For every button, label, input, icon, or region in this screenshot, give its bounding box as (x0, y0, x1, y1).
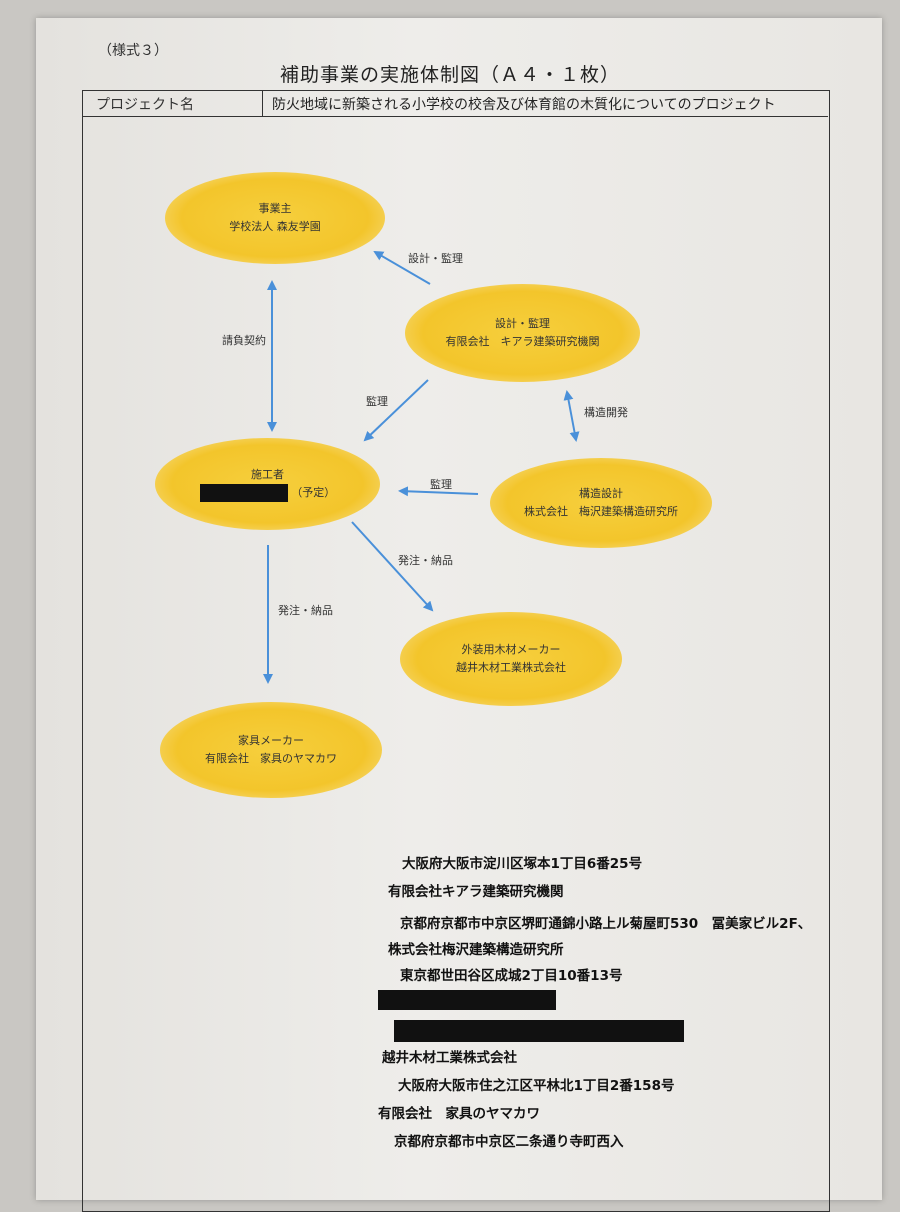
redacted-contractor-company (378, 990, 556, 1010)
redacted-contractor-name (199, 484, 288, 502)
arrow-contractor-to-timber (351, 521, 434, 612)
address-furniture-name: 有限会社 家具のヤマカワ (378, 1106, 540, 1122)
node-timber: 外装用木材メーカー 越井木材工業株式会社 (400, 612, 622, 706)
node-owner-role: 事業主 (258, 202, 292, 215)
redacted-contractor-address (394, 1020, 684, 1042)
address-owner: 大阪府大阪市淀川区塚本1丁目6番25号 (402, 856, 643, 872)
node-structural-role: 構造設計 (579, 487, 623, 500)
node-contractor-name-row: （予定） (199, 484, 336, 502)
edge-label-contractor-furniture: 発注・納品 (278, 604, 333, 617)
node-designer-role: 設計・監理 (495, 317, 550, 330)
edge-label-structural-contractor: 監理 (430, 478, 452, 491)
project-name-row: プロジェクト名 防火地域に新築される小学校の校舎及び体育館の木質化についてのプロ… (82, 90, 828, 117)
address-structural-name: 株式会社梅沢建築構造研究所 (388, 942, 564, 958)
edge-label-structural-designer: 構造開発 (584, 406, 628, 419)
node-structural-name: 株式会社 梅沢建築構造研究所 (524, 505, 678, 518)
arrow-designer-to-contractor (363, 379, 429, 442)
edge-label-designer-owner: 設計・監理 (408, 252, 463, 265)
node-owner: 事業主 学校法人 森友学園 (165, 172, 385, 264)
node-contractor-role: 施工者 (251, 468, 284, 481)
node-structural: 構造設計 株式会社 梅沢建築構造研究所 (490, 458, 712, 548)
project-name-label: プロジェクト名 (96, 97, 194, 113)
node-owner-name: 学校法人 森友学園 (229, 220, 321, 233)
address-timber-name: 越井木材工業株式会社 (382, 1050, 517, 1066)
arrow-structural-to-contractor (398, 486, 479, 497)
node-timber-name: 越井木材工業株式会社 (456, 661, 566, 674)
node-contractor: 施工者 （予定） (155, 438, 380, 530)
node-timber-role: 外装用木材メーカー (461, 643, 561, 656)
project-name-value: 防火地域に新築される小学校の校舎及び体育館の木質化についてのプロジェクト (272, 97, 776, 113)
address-designer-name: 有限会社キアラ建築研究機関 (388, 884, 564, 900)
arrow-designer-to-owner (373, 250, 431, 285)
project-name-divider (262, 90, 263, 116)
node-designer: 設計・監理 有限会社 キアラ建築研究機関 (405, 284, 640, 382)
node-furniture-role: 家具メーカー (238, 734, 304, 747)
edge-label-contractor-timber: 発注・納品 (398, 554, 453, 567)
edge-label-owner-contractor: 請負契約 (222, 334, 266, 347)
form-label: （様式３） (98, 43, 168, 59)
document-title: 補助事業の実施体制図（Ａ４・１枚） (279, 64, 620, 86)
node-furniture-name: 有限会社 家具のヤマカワ (205, 752, 337, 765)
address-furniture: 京都府京都市中京区二条通り寺町西入 (394, 1134, 624, 1150)
node-contractor-suffix: （予定） (291, 486, 336, 499)
address-timber: 大阪府大阪市住之江区平林北1丁目2番158号 (398, 1078, 675, 1094)
edge-label-designer-contractor: 監理 (366, 395, 388, 408)
node-furniture: 家具メーカー 有限会社 家具のヤマカワ (160, 702, 382, 798)
address-designer: 京都府京都市中京区堺町通錦小路上ル菊屋町530 冨美家ビル2F、 (400, 916, 812, 932)
arrow-structural-designer (563, 390, 580, 442)
address-structural: 東京都世田谷区成城2丁目10番13号 (400, 968, 623, 984)
node-designer-name: 有限会社 キアラ建築研究機関 (445, 335, 600, 348)
